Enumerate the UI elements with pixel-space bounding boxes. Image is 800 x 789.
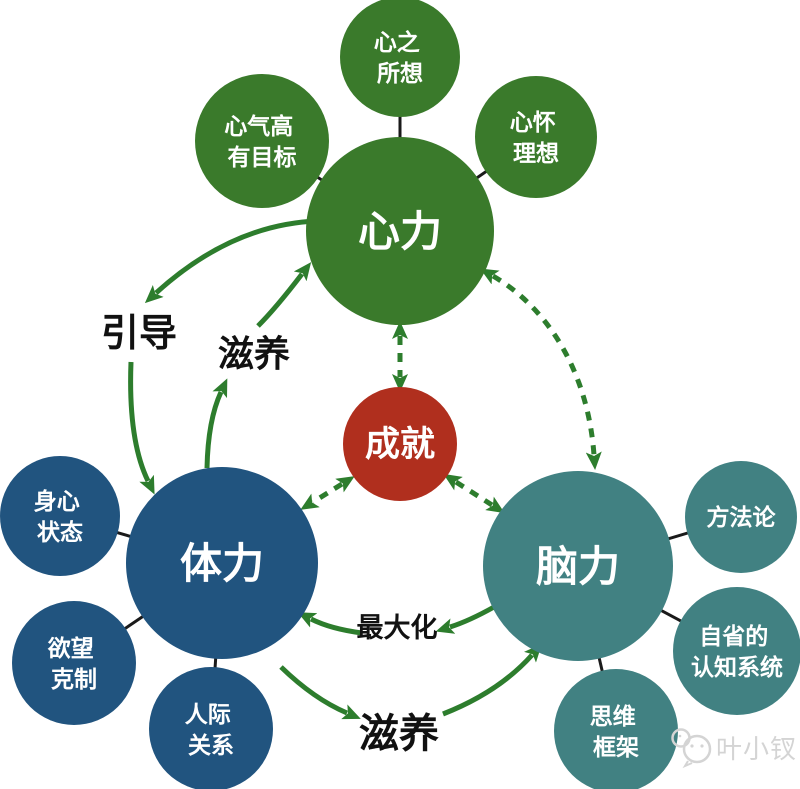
label-siweikuangjia: 思维 框架 bbox=[590, 703, 642, 760]
circle-naoli bbox=[483, 471, 673, 661]
arrow-zuidahua-left bbox=[297, 612, 363, 636]
label-yindao: 引导 bbox=[101, 313, 177, 355]
solid-arrows bbox=[128, 218, 542, 720]
dashed-arrows bbox=[300, 268, 602, 514]
circle-chengjiu bbox=[343, 387, 457, 501]
arrow-yindao-upper bbox=[144, 218, 319, 304]
circle-zixingrenzhixitong bbox=[673, 587, 800, 715]
circle-xinzhisuoxiang bbox=[340, 0, 460, 117]
wechat-eye bbox=[678, 734, 682, 738]
circle-fangfalun bbox=[685, 461, 797, 573]
watermark: 叶小钗 bbox=[671, 728, 797, 769]
wechat-icon bbox=[671, 728, 712, 769]
arrow-ziyang-lower-seg1 bbox=[279, 665, 361, 720]
arrow-ziyang-lower-seg2 bbox=[442, 643, 542, 717]
label-naoli: 脑力 bbox=[536, 543, 620, 590]
label-chengjiu: 成就 bbox=[365, 425, 435, 464]
arrow-ziyang-upper-seg1 bbox=[204, 378, 228, 469]
circle-tili bbox=[126, 467, 318, 659]
label-shenxinzhuangtai: 身心 状态 bbox=[34, 488, 86, 545]
label-xinqigao: 心气高 有目标 bbox=[224, 113, 299, 170]
watermark-text: 叶小钗 bbox=[716, 734, 797, 764]
arrow-zuidahua-right bbox=[435, 604, 496, 634]
circle-xinli bbox=[306, 137, 494, 325]
circle-yuwangkezhi bbox=[12, 601, 136, 725]
label-yuwangkezhi: 欲望 克制 bbox=[47, 635, 100, 692]
wechat-bubble-large bbox=[682, 734, 712, 764]
label-ziyang-upper: 滋养 bbox=[218, 333, 290, 374]
dashed-arrow-chengjiu-tili bbox=[300, 476, 355, 510]
edge-labels: 引导 滋养 最大化 滋养 bbox=[101, 313, 439, 756]
label-fangfalun: 方法论 bbox=[707, 504, 777, 530]
label-renjiguanxi: 人际 关系 bbox=[185, 701, 237, 758]
circle-siweikuangjia bbox=[554, 669, 678, 789]
label-tili: 体力 bbox=[180, 540, 264, 587]
label-zuidahua: 最大化 bbox=[357, 613, 438, 643]
arrow-yindao-lower bbox=[128, 361, 155, 495]
arrow-ziyang-upper-seg2 bbox=[256, 262, 312, 328]
wechat-eye bbox=[690, 744, 694, 748]
circle-shenxinzhuangtai bbox=[0, 456, 120, 576]
wechat-bubble-tail bbox=[682, 760, 693, 769]
circle-xinqigao bbox=[195, 74, 329, 208]
label-xinli: 心力 bbox=[358, 208, 442, 255]
label-zixingrenzhixitong: 自省的 认知系统 bbox=[691, 623, 783, 680]
label-xinzhisuoxiang: 心之 所想 bbox=[374, 29, 426, 86]
wechat-bubble-small bbox=[671, 728, 691, 748]
circle-renjiguanxi bbox=[149, 667, 273, 789]
dashed-arrow-chengjiu-naoli bbox=[443, 473, 505, 514]
circle-xinhuailixiang bbox=[475, 76, 597, 198]
dashed-arrow-xinli-naoli bbox=[480, 268, 602, 470]
label-xinhuailixiang: 心怀 理想 bbox=[510, 109, 562, 166]
wechat-eye bbox=[700, 744, 704, 748]
node-labels: 心力 体力 脑力 成就 心之 所想 心气高 有目标 心怀 理想 身心 状态 欲望… bbox=[34, 29, 783, 760]
label-ziyang-lower: 滋养 bbox=[359, 712, 439, 756]
